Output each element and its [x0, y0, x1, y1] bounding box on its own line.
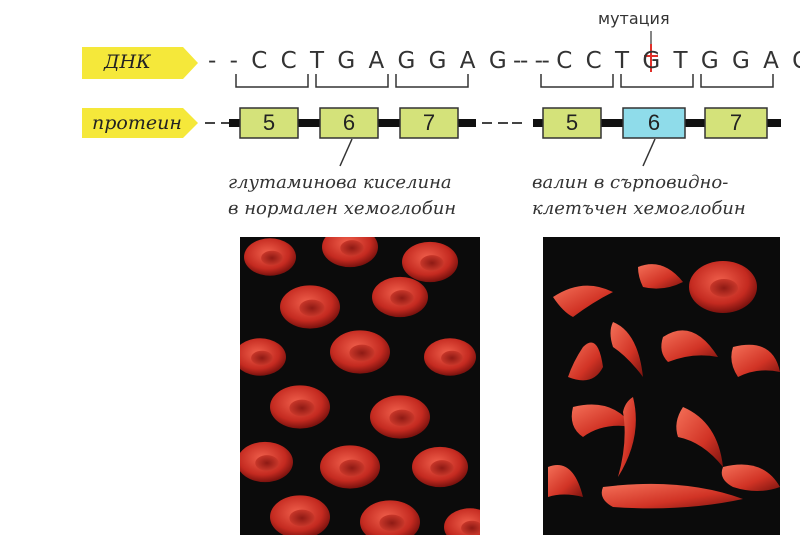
normal-dna-sequence: - - C C T G A G G A G - - — [208, 48, 553, 74]
sickle-cell — [610, 322, 643, 377]
dna-tag-shape — [82, 47, 198, 79]
normal-protein-chain — [205, 107, 508, 139]
sickle-codon-6-label: 6 — [647, 110, 661, 135]
sickle-cell — [601, 483, 743, 509]
sickle-codon-7-label: 7 — [729, 110, 743, 135]
sickle-cell — [548, 465, 583, 497]
normal-caption-line2: в нормален хемоглобин — [228, 198, 457, 219]
dna-label: ДНК — [104, 51, 151, 73]
normal-cell — [424, 338, 476, 376]
sickle-codon-brackets — [540, 74, 774, 88]
normal-codon-6-box — [319, 107, 379, 139]
normal-codon-7-label: 7 — [422, 110, 436, 135]
sickle-dna-sequence: - - C C T G T G G A G - — [513, 48, 800, 74]
normal-cell — [360, 500, 420, 535]
normal-caption-line1: глутаминова киселина — [228, 172, 452, 193]
normal-cell — [322, 237, 378, 268]
normal-cell — [372, 276, 428, 318]
normal-cell — [280, 285, 340, 329]
sickle-caption-line1: валин в сърповидно- — [532, 172, 729, 193]
mutation-label: мутация — [598, 9, 670, 28]
sickle-protein-chain — [512, 107, 781, 139]
sickle-cell — [731, 344, 780, 377]
normal-cell — [412, 446, 468, 488]
normal-codon-7-box — [399, 107, 459, 139]
normal-pointer-line — [339, 138, 353, 167]
normal-codon-6-label: 6 — [342, 110, 356, 135]
normal-blood-cells-photo — [240, 237, 480, 535]
normal-cell — [444, 508, 480, 535]
sickle-cell — [568, 342, 603, 381]
normal-caption: глутаминова киселина в нормален хемоглоб… — [228, 170, 456, 222]
sickle-cell — [721, 464, 780, 491]
sickle-cell — [553, 285, 613, 317]
sickle-blood-cells-photo — [543, 237, 780, 535]
normal-cell — [244, 238, 296, 276]
sickle-cell — [661, 330, 718, 362]
sickle-caption-line2: клетъчен хемоглобин — [532, 198, 746, 219]
normal-cell — [240, 441, 293, 483]
normal-cell — [320, 445, 380, 489]
normal-cell — [370, 395, 430, 439]
normal-cell — [402, 241, 458, 283]
sickle-cells-image — [548, 261, 780, 509]
protein-label: протеин — [92, 112, 182, 134]
sickle-caption: валин в сърповидно- клетъчен хемоглобин — [532, 170, 746, 222]
normal-codon-brackets — [235, 74, 469, 88]
sickle-cell — [676, 407, 723, 467]
sickle-cell — [571, 404, 633, 437]
protein-tag-shape — [82, 108, 198, 138]
normal-cell-among-sickle — [689, 261, 757, 313]
sickle-codon-6-box — [622, 107, 686, 139]
sickle-codon-7-box — [704, 107, 768, 139]
normal-cell — [270, 385, 330, 429]
sickle-codon-5-label: 5 — [565, 110, 579, 135]
normal-codon-5-box — [239, 107, 299, 139]
sickle-pointer-line — [642, 138, 656, 167]
normal-cells-image — [240, 237, 480, 535]
normal-cell — [240, 338, 286, 376]
sickle-cell — [618, 397, 636, 477]
sickle-codon-5-box — [542, 107, 602, 139]
normal-codon-5-label: 5 — [262, 110, 276, 135]
sickle-cell — [638, 264, 683, 289]
normal-cell — [270, 495, 330, 535]
normal-cell — [330, 330, 390, 374]
